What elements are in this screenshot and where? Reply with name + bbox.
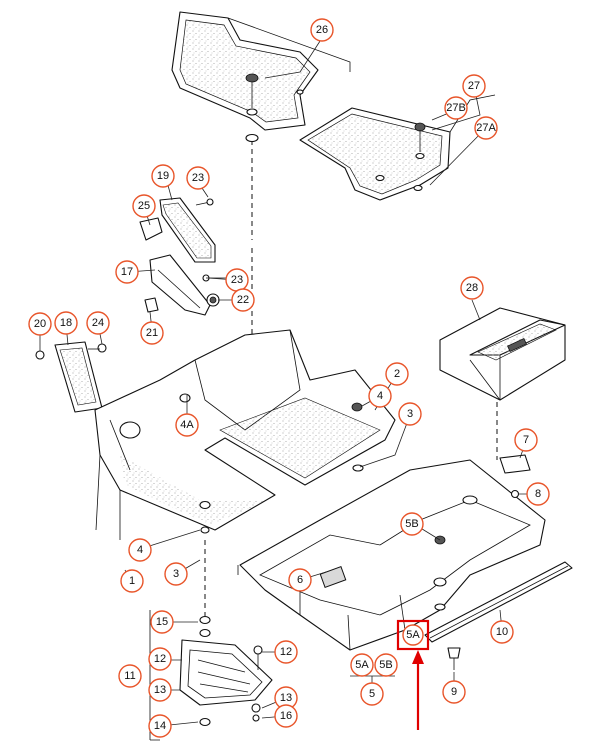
svg-text:11: 11 xyxy=(124,670,135,682)
callout-9: 9 xyxy=(442,680,466,704)
callout-22: 22 xyxy=(231,288,255,312)
svg-text:3: 3 xyxy=(407,408,413,420)
svg-text:19: 19 xyxy=(157,170,169,182)
svg-text:4: 4 xyxy=(137,544,143,556)
callout-8: 8 xyxy=(526,482,550,506)
heel-pad xyxy=(35,341,107,413)
svg-text:27: 27 xyxy=(468,80,480,92)
highlight-5A xyxy=(396,619,430,730)
callout-20: 20 xyxy=(28,312,52,336)
svg-text:2: 2 xyxy=(394,368,400,380)
floor-mat-27 xyxy=(299,94,496,201)
callout-5A-highlighted: 5A xyxy=(402,624,424,646)
callout-27A: 27A xyxy=(474,116,498,140)
svg-text:4: 4 xyxy=(377,390,383,402)
svg-text:6: 6 xyxy=(297,574,303,586)
callout-4-bottom: 4 xyxy=(128,538,152,562)
svg-text:18: 18 xyxy=(60,317,72,329)
callout-13-left: 13 xyxy=(148,678,172,702)
clip-9 xyxy=(447,647,461,670)
svg-text:3: 3 xyxy=(173,568,179,580)
callout-7: 7 xyxy=(514,428,538,452)
svg-text:22: 22 xyxy=(237,294,249,306)
callout-21: 21 xyxy=(140,321,164,345)
svg-text:27A: 27A xyxy=(476,122,496,134)
svg-text:5A: 5A xyxy=(406,629,420,641)
callout-27: 27 xyxy=(462,74,486,98)
callout-5B: 5B xyxy=(400,512,424,536)
callout-28: 28 xyxy=(460,276,484,300)
svg-text:16: 16 xyxy=(280,710,292,722)
svg-text:5B: 5B xyxy=(379,659,392,671)
svg-text:10: 10 xyxy=(496,626,508,638)
svg-text:23: 23 xyxy=(192,172,204,184)
callout-14: 14 xyxy=(148,714,172,738)
floor-mat-26 xyxy=(171,11,351,240)
callout-5A: 5A xyxy=(350,653,374,677)
svg-text:26: 26 xyxy=(316,24,328,36)
callout-5B-bottom: 5B xyxy=(374,653,398,677)
svg-text:5B: 5B xyxy=(405,518,418,530)
callout-4A: 4A xyxy=(175,413,199,437)
callout-2: 2 xyxy=(385,362,409,386)
svg-text:15: 15 xyxy=(156,616,168,628)
callout-3-bottom: 3 xyxy=(164,562,188,586)
svg-text:5A: 5A xyxy=(355,659,369,671)
svg-text:12: 12 xyxy=(154,653,166,665)
svg-text:25: 25 xyxy=(138,200,150,212)
svg-text:17: 17 xyxy=(121,266,133,278)
callout-10: 10 xyxy=(490,620,514,644)
svg-text:23: 23 xyxy=(231,274,243,286)
svg-text:5: 5 xyxy=(369,688,375,700)
callout-17: 17 xyxy=(115,260,139,284)
svg-text:7: 7 xyxy=(523,434,529,446)
svg-text:13: 13 xyxy=(280,692,292,704)
svg-text:20: 20 xyxy=(34,318,46,330)
callout-25: 25 xyxy=(132,194,156,218)
callout-1: 1 xyxy=(120,569,144,593)
callout-27B: 27B xyxy=(444,96,468,120)
callout-26: 26 xyxy=(310,18,334,42)
callouts: 26 27 27B 27A 19 23 25 17 23 22 21 20 18… xyxy=(28,18,550,738)
svg-text:1: 1 xyxy=(129,575,135,587)
svg-text:14: 14 xyxy=(154,720,166,732)
callout-4-top: 4 xyxy=(368,384,392,408)
callout-24: 24 xyxy=(86,311,110,335)
callout-23-top: 23 xyxy=(186,166,210,190)
svg-text:13: 13 xyxy=(154,684,166,696)
callout-12-left: 12 xyxy=(148,647,172,671)
callout-6: 6 xyxy=(288,568,312,592)
rear-floor-tray xyxy=(237,454,546,651)
callout-3-top: 3 xyxy=(398,402,422,426)
callout-19: 19 xyxy=(151,164,175,188)
svg-text:4A: 4A xyxy=(180,419,194,431)
storage-box-28 xyxy=(439,307,566,460)
callout-5: 5 xyxy=(360,682,384,706)
svg-text:27B: 27B xyxy=(446,102,466,114)
sill-strip-10 xyxy=(424,561,573,643)
callout-18: 18 xyxy=(54,311,78,335)
svg-text:12: 12 xyxy=(280,646,292,658)
svg-text:21: 21 xyxy=(146,327,158,339)
svg-text:24: 24 xyxy=(92,317,104,329)
callout-16: 16 xyxy=(274,704,298,728)
callout-12-right: 12 xyxy=(274,640,298,664)
callout-11: 11 xyxy=(118,664,142,688)
main-carpet xyxy=(94,329,396,620)
callout-15: 15 xyxy=(150,610,174,634)
svg-text:9: 9 xyxy=(451,686,457,698)
svg-text:8: 8 xyxy=(535,488,541,500)
callout-23-bottom: 23 xyxy=(225,268,249,292)
svg-text:28: 28 xyxy=(466,282,478,294)
footrest-11 xyxy=(149,610,273,741)
pedal-assembly xyxy=(139,197,253,360)
